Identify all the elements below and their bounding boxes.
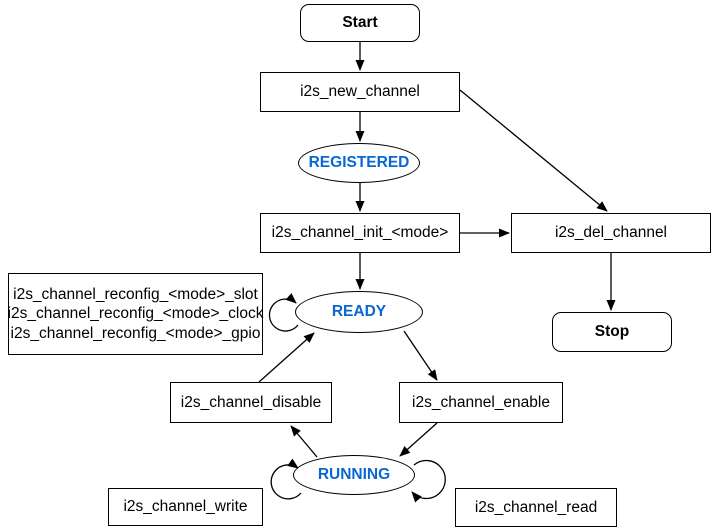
registered-state-node: REGISTERED bbox=[298, 143, 420, 183]
i2s-channel-disable-node: i2s_channel_disable bbox=[170, 382, 332, 423]
i2s-del-channel-node: i2s_del_channel bbox=[511, 213, 711, 253]
reconfig-functions-node: i2s_channel_reconfig_<mode>_slot i2s_cha… bbox=[8, 273, 263, 355]
running-state-node: RUNNING bbox=[293, 455, 415, 495]
i2s-channel-write-node: i2s_channel_write bbox=[108, 488, 263, 526]
arrow-enable-to-running bbox=[399, 422, 438, 457]
ready-state-node: READY bbox=[295, 291, 423, 333]
arrow-running-to-disable bbox=[290, 425, 318, 458]
arrow-disable-to-ready bbox=[258, 332, 315, 383]
arrow-new-channel-to-del-channel bbox=[459, 89, 608, 212]
i2s-channel-read-node: i2s_channel_read bbox=[455, 488, 617, 527]
i2s-channel-enable-node: i2s_channel_enable bbox=[399, 382, 563, 423]
i2s-new-channel-node: i2s_new_channel bbox=[260, 72, 460, 112]
reconfig-slot-label: i2s_channel_reconfig_<mode>_slot bbox=[13, 285, 258, 303]
stop-node: Stop bbox=[552, 312, 672, 352]
start-node: Start bbox=[300, 4, 420, 42]
self-loop-ready-reconfig bbox=[268, 293, 299, 332]
self-loop-running-read bbox=[411, 459, 446, 503]
reconfig-gpio-label: i2s_channel_reconfig_<mode>_gpio bbox=[10, 324, 261, 342]
reconfig-clock-label: i2s_channel_reconfig_<mode>_clock bbox=[7, 305, 264, 323]
self-loop-running-write bbox=[270, 458, 302, 500]
arrow-ready-to-enable bbox=[403, 330, 438, 381]
i2s-channel-init-node: i2s_channel_init_<mode> bbox=[260, 213, 460, 253]
